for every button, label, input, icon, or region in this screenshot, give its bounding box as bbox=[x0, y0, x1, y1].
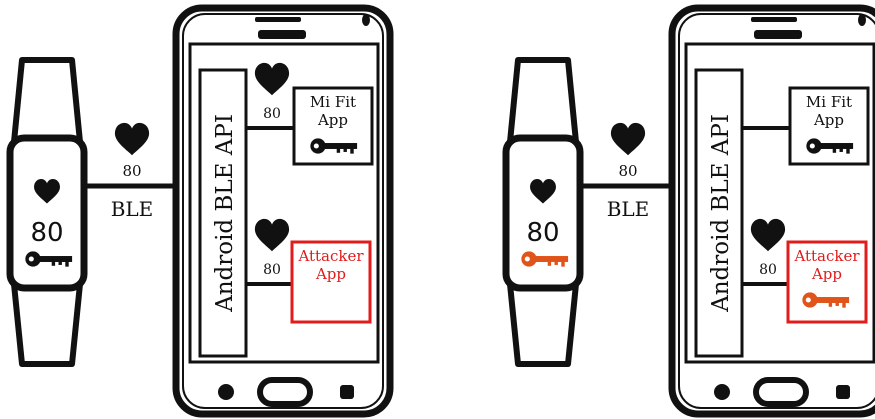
attacker-app-label-line1: Attacker bbox=[297, 247, 364, 265]
mifit-bpm: 80 bbox=[263, 106, 281, 122]
panel-benign: 80 80 BLE Android BLE API bbox=[10, 8, 390, 414]
phone-menu-button bbox=[340, 385, 354, 399]
mifit-app-label-line2: App bbox=[813, 111, 844, 129]
attacker-bpm: 80 bbox=[759, 262, 777, 278]
smartwatch: 80 bbox=[10, 60, 84, 364]
phone-speaker bbox=[255, 17, 301, 22]
smartwatch: 80 bbox=[506, 60, 580, 364]
mifit-app-label-line1: Mi Fit bbox=[310, 93, 356, 111]
phone-camera bbox=[858, 14, 866, 26]
phone-back-button bbox=[218, 384, 234, 400]
watch-bpm: 80 bbox=[526, 218, 559, 248]
ble-heart-icon bbox=[115, 123, 149, 155]
mifit-app-label-line2: App bbox=[317, 111, 348, 129]
phone-speaker bbox=[751, 17, 797, 22]
ble-bpm: 80 bbox=[618, 162, 637, 180]
android-ble-api-label: Android BLE API bbox=[708, 114, 734, 313]
phone-camera bbox=[362, 14, 370, 26]
ble-label: BLE bbox=[607, 197, 650, 221]
ble-label: BLE bbox=[111, 197, 154, 221]
watch-bpm: 80 bbox=[30, 218, 63, 248]
mifit-app-label-line1: Mi Fit bbox=[806, 93, 852, 111]
ble-bpm: 80 bbox=[122, 162, 141, 180]
phone-home-button bbox=[756, 380, 806, 404]
phone-back-button bbox=[714, 384, 730, 400]
attacker-app-label-line2: App bbox=[315, 265, 346, 283]
phone-menu-button bbox=[836, 385, 850, 399]
attacker-app-label-line2: App bbox=[811, 265, 842, 283]
attacker-app-label-line1: Attacker bbox=[793, 247, 860, 265]
android-ble-api-label: Android BLE API bbox=[212, 114, 238, 313]
phone-home-button bbox=[260, 380, 310, 404]
panel-attack: 80 80 BLE Android BLE API bbox=[506, 8, 875, 414]
attacker-bpm: 80 bbox=[263, 262, 281, 278]
ble-heart-icon bbox=[611, 123, 645, 155]
